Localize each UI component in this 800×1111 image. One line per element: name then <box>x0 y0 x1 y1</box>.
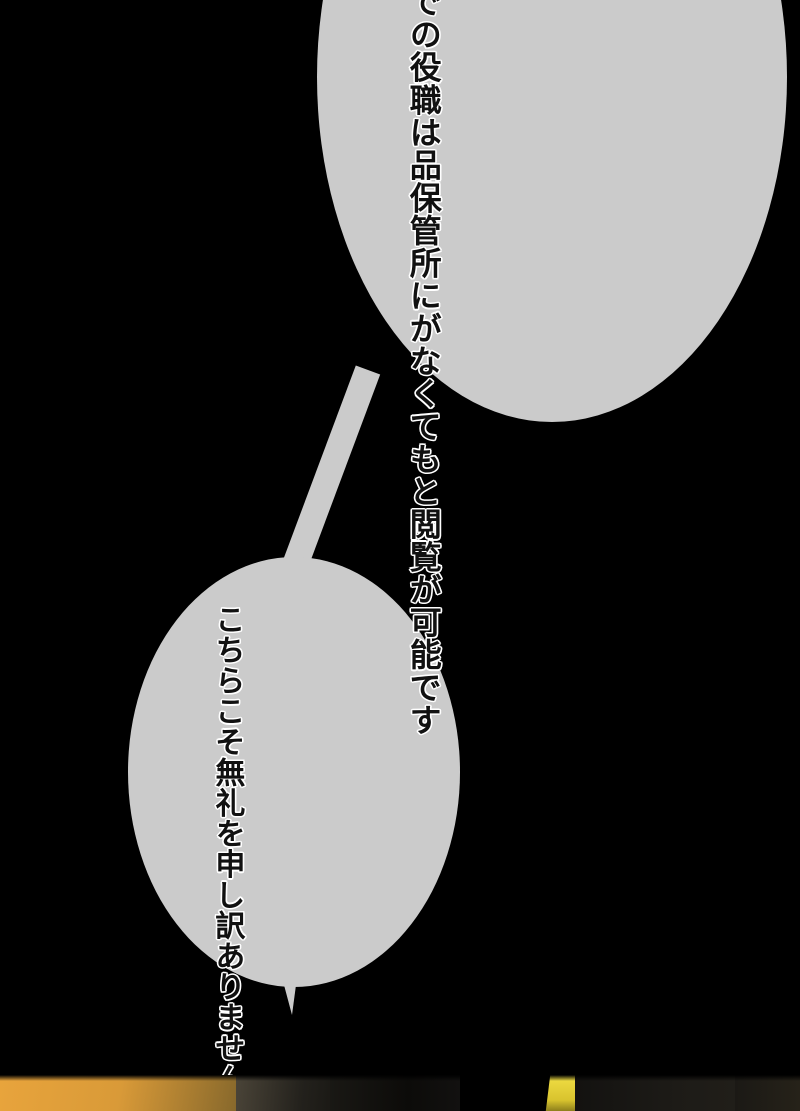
speech-bubble-lower <box>128 557 460 987</box>
art-right-edge <box>735 1075 800 1111</box>
art-top-shadow <box>0 1075 800 1081</box>
dialogue-text-upper: えまでの役職は品保管所にがなくてもと閲覧が可能です <box>404 0 443 736</box>
art-figure-silhouette <box>330 1075 460 1111</box>
speech-bubble-tail <box>276 955 300 1015</box>
speech-bubble-upper <box>317 0 787 422</box>
bottom-artwork-strip <box>0 1075 800 1111</box>
dialogue-text-lower: こちらこそ無礼を申し訳ありませんでした <box>209 604 245 1111</box>
